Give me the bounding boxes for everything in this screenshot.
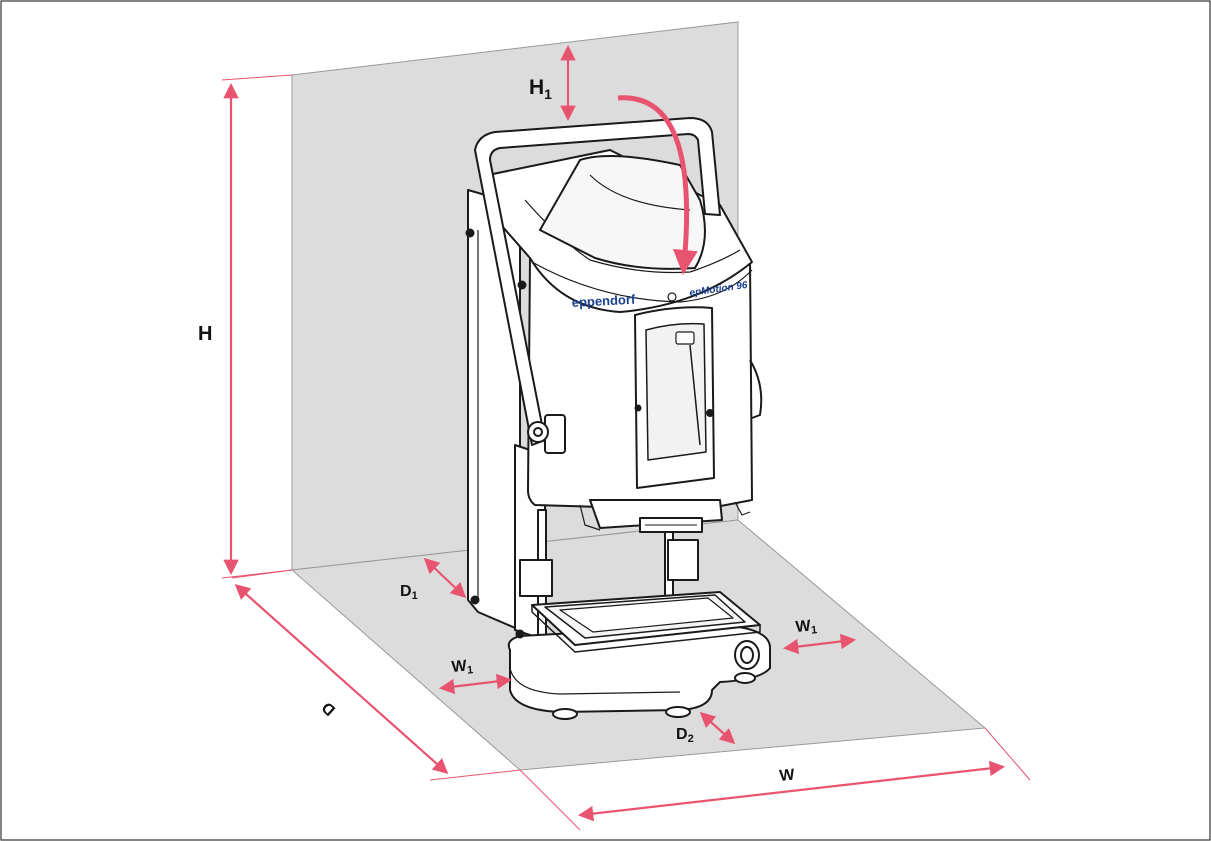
label-D1: D1 xyxy=(400,583,418,602)
lid-rotation-arrow xyxy=(617,95,698,275)
left-guide-block xyxy=(519,559,553,597)
head-dome xyxy=(539,155,706,270)
label-H1: H1 xyxy=(529,76,552,102)
status-led xyxy=(667,292,677,302)
extension-lines xyxy=(221,74,1031,831)
label-W: W xyxy=(779,766,797,785)
depth-arrow xyxy=(234,583,449,775)
width-arrow xyxy=(577,760,1006,822)
label-H: H xyxy=(198,323,212,345)
width-clearance-left-arrow xyxy=(438,673,513,695)
depth-clearance-rear-arrow xyxy=(423,557,467,599)
label-D2: D2 xyxy=(676,726,694,745)
depth-clearance-front-arrow xyxy=(699,711,736,745)
width-clearance-right-arrow xyxy=(782,633,857,655)
dimension-arrows xyxy=(223,44,1006,822)
lid-lever-arm xyxy=(474,117,721,446)
right-guide-block xyxy=(667,539,699,581)
label-W1-left: W1 xyxy=(451,657,474,678)
brand-logo: eppendorf xyxy=(571,292,636,310)
rear-column xyxy=(467,189,521,631)
label-W1-right: W1 xyxy=(795,617,818,638)
